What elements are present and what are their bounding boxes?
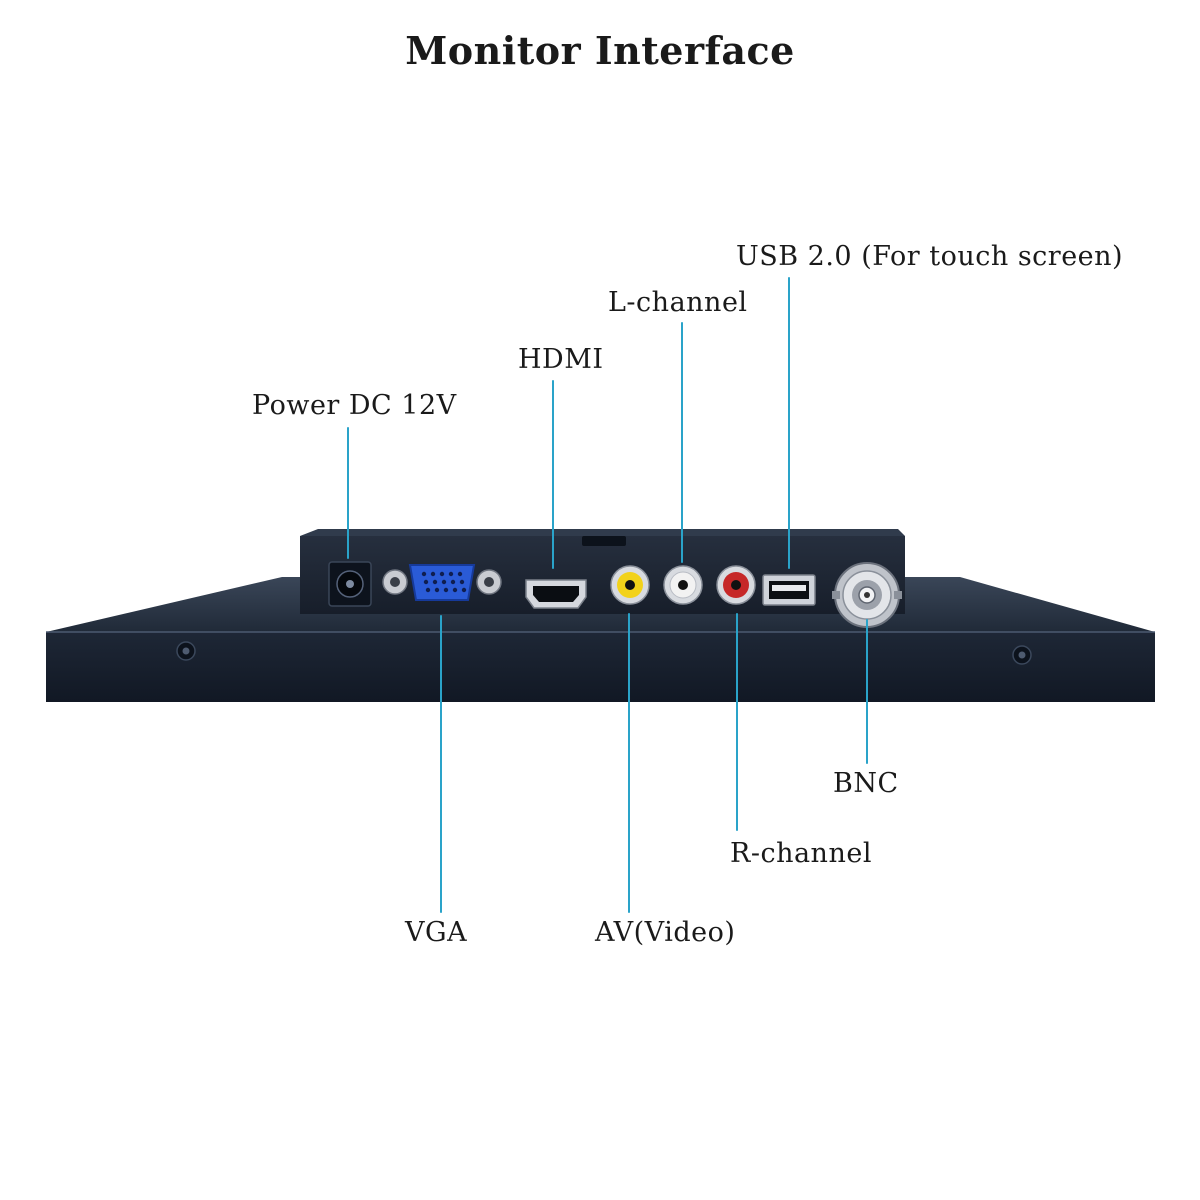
hdmi-port-icon [525,579,587,609]
vga-port-icon [382,564,502,601]
bnc-port-icon [832,562,902,628]
screw-right-icon [1012,645,1032,665]
usb-port-icon [762,574,816,606]
bnc-label: BNC [833,768,899,799]
av-video-port-icon [610,565,650,605]
power-dc-port-icon [328,561,372,607]
l-channel-port-icon [663,565,703,605]
av-video-label: AV(Video) [595,917,736,948]
diagram-title: Monitor Interface [405,28,795,73]
screw-left-icon [176,641,196,661]
hdmi-label: HDMI [518,344,604,375]
r-channel-label: R-channel [730,838,872,869]
usb-label: USB 2.0 (For touch screen) [736,241,1124,272]
power-dc-label: Power DC 12V [252,390,457,421]
vga-label: VGA [405,917,468,948]
l-channel-label: L-channel [608,287,748,318]
r-channel-port-icon [716,565,756,605]
